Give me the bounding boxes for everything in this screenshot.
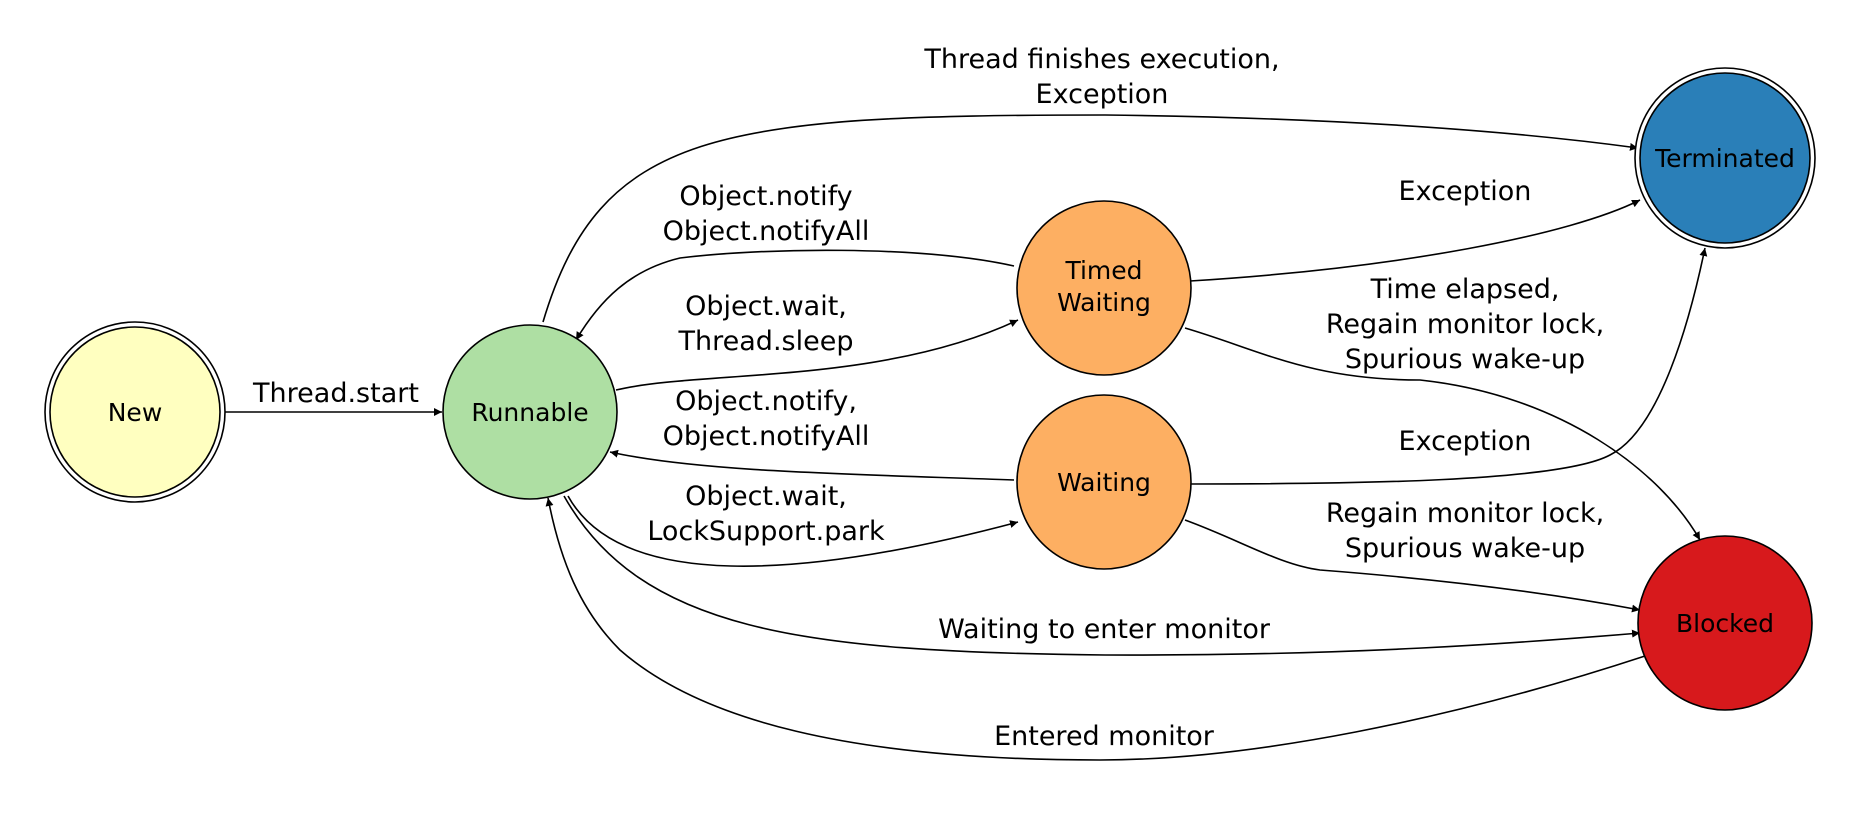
label-tw-to-blocked-3: Spurious wake-up: [1345, 344, 1585, 375]
label-w-to-blocked-1: Regain monitor lock,: [1326, 498, 1604, 529]
label-finish-1: Thread finishes execution,: [923, 44, 1279, 75]
label-tw-exception: Exception: [1399, 176, 1532, 207]
label-entered-monitor: Entered monitor: [994, 721, 1215, 752]
edge-finish-to-terminated: [542, 114, 1639, 323]
state-blocked-label: Blocked: [1676, 609, 1774, 638]
label-runnable-to-tw-1: Object.wait,: [685, 291, 847, 322]
edge-timed-waiting-to-blocked: [1184, 327, 1701, 541]
edge-runnable-to-timed-waiting: [615, 319, 1019, 391]
state-new-label: New: [108, 398, 163, 427]
edge-waiting-to-runnable: [609, 449, 1015, 481]
state-terminated: Terminated: [1634, 67, 1816, 249]
state-waiting: Waiting: [1016, 394, 1192, 570]
label-finish-2: Exception: [1036, 79, 1169, 110]
label-waiting-to-enter: Waiting to enter monitor: [938, 614, 1271, 645]
state-timed-waiting-label-1: Timed: [1064, 256, 1142, 285]
state-new: New: [44, 321, 226, 503]
state-blocked: Blocked: [1637, 535, 1813, 711]
edge-blocked-to-runnable: [545, 497, 1646, 761]
state-runnable-label: Runnable: [471, 398, 588, 427]
edge-runnable-to-blocked: [563, 495, 1641, 656]
label-tw-to-runnable-1: Object.notify: [679, 181, 852, 212]
label-tw-to-blocked-1: Time elapsed,: [1370, 274, 1560, 305]
state-timed-waiting: Timed Waiting: [1016, 200, 1192, 376]
label-tw-to-blocked-2: Regain monitor lock,: [1326, 309, 1604, 340]
label-runnable-to-w-1: Object.wait,: [685, 481, 847, 512]
label-runnable-to-tw-2: Thread.sleep: [678, 326, 854, 357]
state-timed-waiting-label-2: Waiting: [1057, 288, 1151, 317]
edge-timed-waiting-to-runnable: [575, 249, 1015, 341]
edge-waiting-to-terminated: [1189, 247, 1708, 485]
label-thread-start: Thread.start: [252, 378, 419, 409]
state-terminated-label: Terminated: [1654, 144, 1795, 173]
label-runnable-to-w-2: LockSupport.park: [647, 516, 885, 547]
label-tw-to-runnable-2: Object.notifyAll: [663, 216, 870, 247]
label-w-to-blocked-2: Spurious wake-up: [1345, 533, 1585, 564]
label-w-to-runnable-1: Object.notify,: [675, 386, 857, 417]
edge-timed-waiting-to-terminated: [1189, 199, 1641, 282]
edge-runnable-to-waiting: [567, 495, 1019, 567]
label-w-exception: Exception: [1399, 426, 1532, 457]
state-runnable: Runnable: [442, 324, 618, 500]
state-waiting-label: Waiting: [1057, 468, 1151, 497]
edge-waiting-to-blocked: [1184, 519, 1641, 613]
label-w-to-runnable-2: Object.notifyAll: [663, 421, 870, 452]
